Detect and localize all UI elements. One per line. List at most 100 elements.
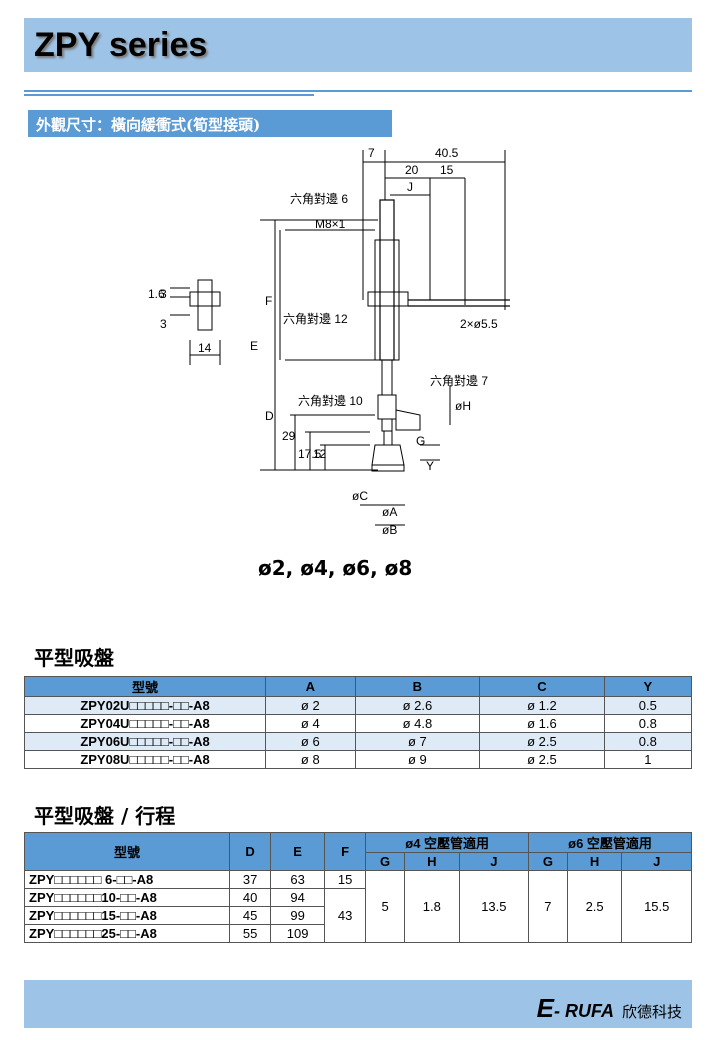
cell-d: 45 bbox=[228, 906, 272, 925]
cell-y: 0.8 bbox=[603, 732, 693, 751]
page-title: ZPY series bbox=[34, 26, 208, 64]
cell-model: ZPY02U□□□□□-□□-A8 bbox=[24, 696, 266, 715]
dim-3a: 3 bbox=[160, 287, 167, 301]
table-row: ZPY04U□□□□□-□□-A8 ø 4 ø 4.8 ø 1.6 0.8 bbox=[24, 714, 693, 733]
col-header-d: D bbox=[228, 832, 272, 871]
dim-g: G bbox=[416, 434, 425, 448]
col-header-g6: G bbox=[528, 852, 568, 871]
cell-b: ø 9 bbox=[354, 750, 481, 769]
cell-g6: 7 bbox=[528, 870, 568, 943]
brand-logo: E- RUFA 欣德科技 bbox=[537, 993, 682, 1024]
cell-e: 99 bbox=[270, 906, 326, 925]
cell-c: ø 1.2 bbox=[479, 696, 605, 715]
label-hex-12: 六角對邊 12 bbox=[283, 312, 348, 326]
cell-a: ø 8 bbox=[265, 750, 356, 769]
cell-y: 0.5 bbox=[603, 696, 693, 715]
section-banner: 外觀尺寸：橫向緩衝式(筍型接頭) bbox=[28, 110, 392, 137]
cell-h6: 2.5 bbox=[566, 870, 623, 943]
col-group-6mm-tube: ø6 空壓管適用 bbox=[528, 832, 692, 853]
cell-d: 40 bbox=[228, 888, 272, 907]
table-header-row: 型號 D E F ø4 空壓管適用 ø6 空壓管適用 bbox=[24, 832, 692, 871]
table-header-row: 型號 A B C Y bbox=[24, 676, 693, 697]
cell-d: 37 bbox=[228, 870, 272, 889]
cell-e: 94 bbox=[270, 888, 326, 907]
table-row: ZPY□□□□□□ 6-□□-A8 37 63 15 5 1.8 13.5 7 … bbox=[24, 870, 692, 943]
col-header-e: E bbox=[270, 832, 326, 871]
col-header-g4: G bbox=[365, 852, 405, 871]
footer-bar: E- RUFA 欣德科技 bbox=[24, 980, 692, 1028]
dim-2x55: 2×ø5.5 bbox=[460, 317, 498, 331]
cell-model: ZPY□□□□□□10-□□-A8 bbox=[24, 888, 230, 907]
dim-15: 15 bbox=[440, 163, 454, 177]
col-header-j4: J bbox=[458, 852, 530, 871]
cell-model: ZPY□□□□□□ 6-□□-A8 bbox=[24, 870, 230, 889]
label-m8: M8×1 bbox=[315, 217, 346, 231]
col-header-a: A bbox=[265, 676, 356, 697]
table-row: ZPY08U□□□□□-□□-A8 ø 8 ø 9 ø 2.5 1 bbox=[24, 750, 693, 769]
dim-40-5: 40.5 bbox=[435, 146, 459, 160]
dim-14: 14 bbox=[198, 341, 212, 355]
col-header-j6: J bbox=[621, 852, 692, 871]
header-bar: ZPY series bbox=[24, 18, 692, 72]
dim-oh: øH bbox=[455, 399, 471, 413]
table-row: ZPY□□□□□□15-□□-A8 45 99 bbox=[24, 906, 692, 925]
cell-model: ZPY04U□□□□□-□□-A8 bbox=[24, 714, 266, 733]
header-rule bbox=[24, 90, 692, 92]
cell-h4: 1.8 bbox=[403, 870, 460, 943]
col-group-4mm-tube: ø4 空壓管適用 bbox=[365, 832, 530, 853]
cell-c: ø 1.6 bbox=[479, 714, 605, 733]
dim-3b: 3 bbox=[160, 317, 167, 331]
cell-model: ZPY□□□□□□15-□□-A8 bbox=[24, 906, 230, 925]
col-header-h6: H bbox=[566, 852, 623, 871]
dim-7: 7 bbox=[368, 146, 375, 160]
cell-e: 63 bbox=[270, 870, 326, 889]
cell-f: 15 bbox=[324, 870, 367, 889]
dimension-drawing: 7 40.5 20 15 J 六角對邊 6 M8×1 1.6 3 3 14 F … bbox=[148, 146, 510, 537]
cell-a: ø 2 bbox=[265, 696, 356, 715]
brand-cn: 欣德科技 bbox=[621, 1004, 682, 1021]
cell-model: ZPY06U□□□□□-□□-A8 bbox=[24, 732, 266, 751]
cell-y: 0.8 bbox=[603, 714, 693, 733]
cell-e: 109 bbox=[270, 924, 326, 943]
cell-c: ø 2.5 bbox=[479, 750, 605, 769]
pad-sizes-label: ø2, ø4, ø6, ø8 bbox=[258, 556, 413, 580]
dim-oa: øA bbox=[382, 505, 397, 519]
dim-17-5: 17.5 bbox=[298, 447, 322, 461]
cell-a: ø 6 bbox=[265, 732, 356, 751]
dim-y: Y bbox=[426, 459, 434, 473]
cell-b: ø 2.6 bbox=[354, 696, 481, 715]
cell-f-merged: 43 bbox=[324, 888, 367, 943]
table-row: ZPY02U□□□□□-□□-A8 ø 2 ø 2.6 ø 1.2 0.5 bbox=[24, 696, 693, 715]
dim-oc: øC bbox=[352, 489, 368, 503]
cell-j6: 15.5 bbox=[621, 870, 692, 943]
dim-j: J bbox=[407, 180, 413, 194]
col-header-h4: H bbox=[403, 852, 460, 871]
col-header-c: C bbox=[479, 676, 605, 697]
header-rule-accent bbox=[24, 94, 314, 96]
label-hex-10: 六角對邊 10 bbox=[298, 394, 363, 408]
table2-heading: 平型吸盤 / 行程 bbox=[34, 804, 176, 828]
cell-c: ø 2.5 bbox=[479, 732, 605, 751]
flat-pad-table: 型號 A B C Y ZPY02U□□□□□-□□-A8 ø 2 ø 2.6 ø… bbox=[24, 676, 693, 769]
col-header-f: F bbox=[324, 832, 367, 871]
dim-d: D bbox=[265, 409, 274, 423]
col-header-model: 型號 bbox=[24, 832, 230, 871]
label-hex-7: 六角對邊 7 bbox=[430, 374, 488, 388]
cell-g4: 5 bbox=[365, 870, 405, 943]
table-row: ZPY□□□□□□10-□□-A8 40 94 43 bbox=[24, 888, 692, 943]
cell-j4: 13.5 bbox=[458, 870, 530, 943]
section-title: 外觀尺寸：橫向緩衝式(筍型接頭) bbox=[36, 116, 261, 134]
table-row: ZPY□□□□□□25-□□-A8 55 109 bbox=[24, 924, 692, 943]
cell-b: ø 4.8 bbox=[354, 714, 481, 733]
brand-name: - RUFA bbox=[553, 1001, 614, 1021]
col-header-model: 型號 bbox=[24, 676, 266, 697]
col-header-y: Y bbox=[603, 676, 693, 697]
dim-29: 29 bbox=[282, 429, 296, 443]
stroke-table: 型號 D E F ø4 空壓管適用 ø6 空壓管適用 G H J G H J Z… bbox=[24, 832, 692, 943]
brand-e: E bbox=[536, 993, 554, 1023]
cell-a: ø 4 bbox=[265, 714, 356, 733]
cell-d: 55 bbox=[228, 924, 272, 943]
col-header-b: B bbox=[354, 676, 481, 697]
dim-1-6: 1.6 bbox=[148, 287, 165, 301]
dim-f: F bbox=[265, 294, 272, 308]
